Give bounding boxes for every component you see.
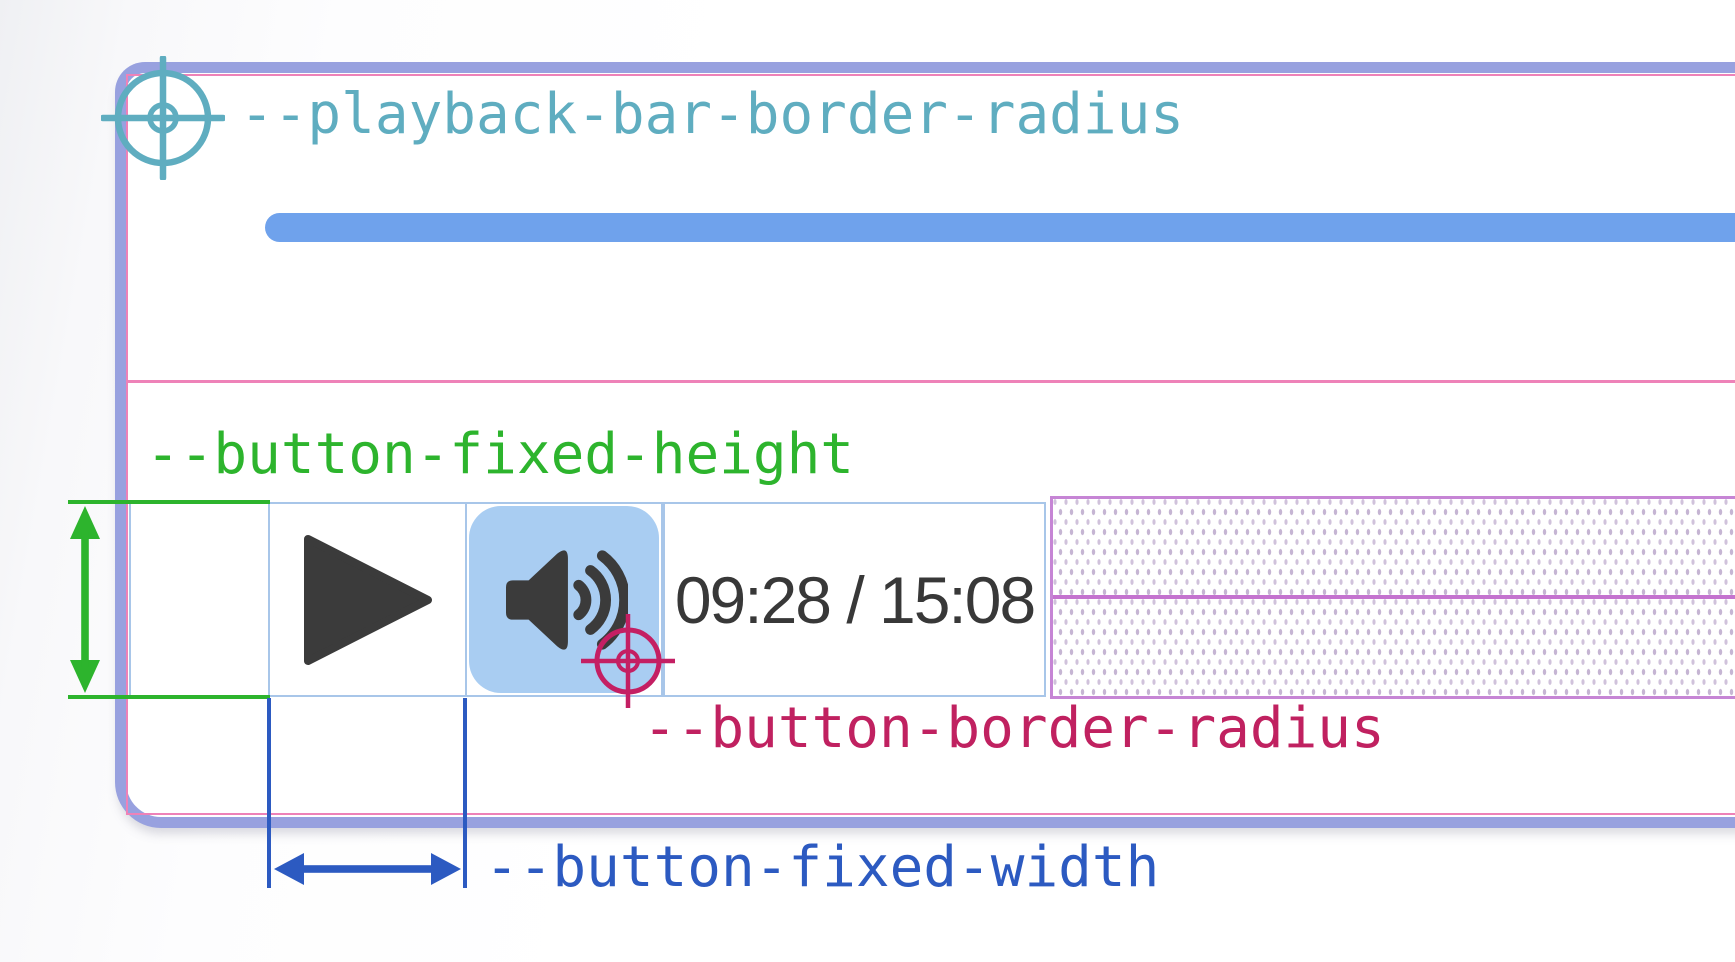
playback-bar-section-divider (128, 380, 1735, 383)
seek-progress-bar[interactable] (265, 213, 1735, 242)
track-dotted-region-midline (1053, 595, 1735, 599)
height-measure-line-top (68, 500, 270, 504)
play-button[interactable] (268, 502, 467, 697)
width-measure-extension-line-left (267, 698, 271, 888)
control-row-empty-cell (129, 502, 270, 697)
time-display-text: 09:28 / 15:08 (674, 562, 1036, 637)
annotation-button-fixed-height: --button-fixed-height (146, 422, 855, 487)
track-dotted-region (1050, 496, 1735, 699)
width-measure-extension-line-right (463, 698, 467, 888)
height-measure-line-bottom (68, 695, 270, 699)
annotation-button-fixed-width: --button-fixed-width (485, 835, 1160, 900)
annotation-button-border-radius: --button-border-radius (643, 696, 1385, 761)
crosshair-target-icon-magenta (581, 614, 675, 708)
volume-button-cell (465, 502, 663, 697)
vertical-double-arrow-icon (70, 506, 100, 693)
playback-bar-inner-outline (126, 74, 1735, 815)
annotation-playback-bar-border-radius: --playback-bar-border-radius (240, 82, 1185, 147)
horizontal-double-arrow-icon (274, 853, 461, 885)
time-display: 09:28 / 15:08 (663, 502, 1046, 697)
crosshair-target-icon-teal (101, 56, 225, 180)
playback-bar-container (115, 62, 1735, 828)
play-icon (303, 534, 432, 665)
